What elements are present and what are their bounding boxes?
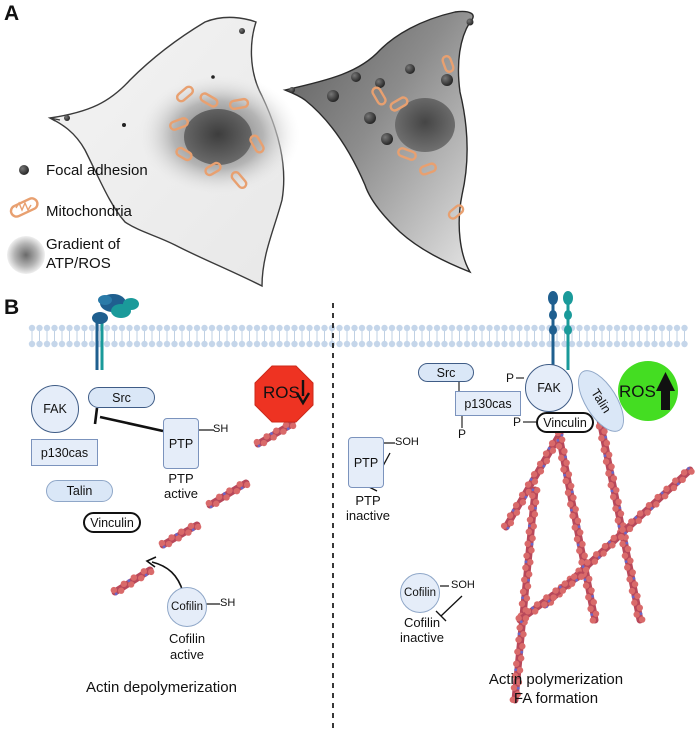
- ptp-active-label: PTP: [168, 471, 194, 486]
- nucleus-right: [395, 98, 455, 152]
- p130cas-protein-right: p130cas: [455, 391, 521, 416]
- cell-membrane: [28, 324, 688, 348]
- ptp-soh-group: SOH: [395, 436, 419, 448]
- cofilin-protein: Cofilin: [167, 587, 207, 627]
- panel-label-a: A: [4, 2, 20, 25]
- cofilin-inactive-state: inactive: [399, 630, 445, 645]
- legend-gradient-line1: Gradient of: [46, 236, 121, 253]
- focal-adhesion-dot: [64, 115, 70, 121]
- ptp-sh-group: SH: [213, 423, 229, 435]
- cell-right: [282, 10, 474, 274]
- cofilin-protein-right: Cofilin: [400, 573, 440, 613]
- mitochondria-right: [371, 55, 465, 220]
- actin-filaments: [110, 416, 695, 704]
- vinculin-protein: Vinculin: [83, 512, 141, 533]
- gradient-icon: [7, 236, 45, 274]
- integrin-right-icon: [548, 291, 573, 370]
- actin-filament: [110, 566, 155, 596]
- caption-polymerization: Actin polymerization: [488, 671, 624, 688]
- legend-mitochondria: Mitochondria: [46, 203, 132, 220]
- arrow-down-icon: [295, 380, 311, 406]
- focal-adhesion-dot: [122, 123, 126, 127]
- ptp-protein-right: PTP: [348, 437, 384, 488]
- arrow-up-icon: [656, 372, 675, 410]
- ptp-protein: PTP: [163, 418, 199, 469]
- panel-label-b: B: [4, 296, 20, 319]
- focal-adhesion-icon: [19, 165, 29, 175]
- actin-filament: [158, 521, 202, 549]
- nucleus-left: [184, 109, 252, 165]
- p130cas-phospho: P: [458, 427, 467, 441]
- vinculin-protein-right: Vinculin: [536, 412, 594, 433]
- ptp-active-state: active: [164, 486, 198, 501]
- legend-gradient-line2: ATP/ROS: [46, 255, 111, 272]
- ros-low-badge: [254, 365, 314, 423]
- actin-filament: [509, 486, 541, 704]
- src-protein-right: Src: [418, 363, 474, 382]
- actin-filament: [515, 571, 585, 624]
- fak-protein-right: FAK: [525, 364, 573, 412]
- ros-high-label: ROS: [619, 382, 656, 401]
- caption-depolymerization: Actin depolymerization: [86, 679, 237, 696]
- actin-filament: [253, 420, 297, 448]
- p130cas-protein: p130cas: [31, 439, 98, 466]
- actin-filament: [205, 479, 251, 509]
- caption-fa-formation: FA formation: [513, 690, 599, 707]
- fak-protein: FAK: [31, 385, 79, 433]
- focal-adhesion-dot: [211, 75, 215, 79]
- talin-protein: Talin: [46, 480, 113, 502]
- focal-adhesions-right: [289, 18, 474, 145]
- vinculin-phospho: P: [513, 415, 522, 429]
- mitochondria-icon: [9, 197, 39, 218]
- cofilin-sh-group: SH: [220, 597, 236, 609]
- cofilin-active-label: Cofilin: [168, 631, 206, 646]
- ros-low-label: ROS: [263, 383, 300, 402]
- legend-focal-adhesion: Focal adhesion: [46, 162, 148, 179]
- cofilin-soh-group: SOH: [451, 579, 475, 591]
- ptp-inactive-label: PTP: [355, 493, 381, 508]
- focal-adhesion-dot: [239, 28, 245, 34]
- cofilin-inactive-label: Cofilin: [403, 615, 441, 630]
- src-protein: Src: [88, 387, 155, 408]
- integrin-left-icon: [92, 294, 139, 370]
- fak-phospho: P: [506, 371, 515, 385]
- ptp-inactive-state: inactive: [345, 508, 391, 523]
- cofilin-active-state: active: [170, 647, 204, 662]
- mitochondria-left: [169, 85, 265, 190]
- actin-filament: [555, 436, 600, 624]
- inhibition-line: [93, 407, 164, 433]
